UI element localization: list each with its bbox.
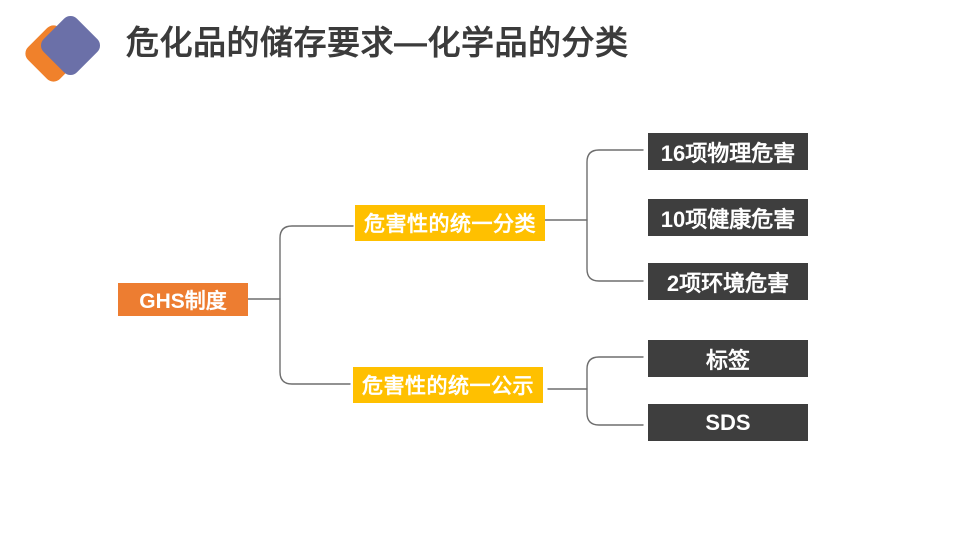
left-bracket — [279, 225, 354, 385]
node-leaf-environmental-hazards: 2项环境危害 — [648, 263, 808, 300]
node-leaf-physical-hazards: 16项物理危害 — [648, 133, 808, 170]
node-leaf-health-hazards: 10项健康危害 — [648, 199, 808, 236]
node-leaf-sds: SDS — [648, 404, 808, 441]
node-leaf-label: 标签 — [648, 340, 808, 377]
bottom-right-bracket — [586, 356, 644, 426]
slide-title: 危化品的储存要求—化学品的分类 — [126, 24, 629, 61]
top-right-bracket — [586, 149, 644, 282]
node-branch-unified-classification: 危害性的统一分类 — [355, 205, 545, 241]
node-branch-unified-disclosure: 危害性的统一公示 — [353, 367, 543, 403]
node-ghs-system: GHS制度 — [118, 283, 248, 316]
